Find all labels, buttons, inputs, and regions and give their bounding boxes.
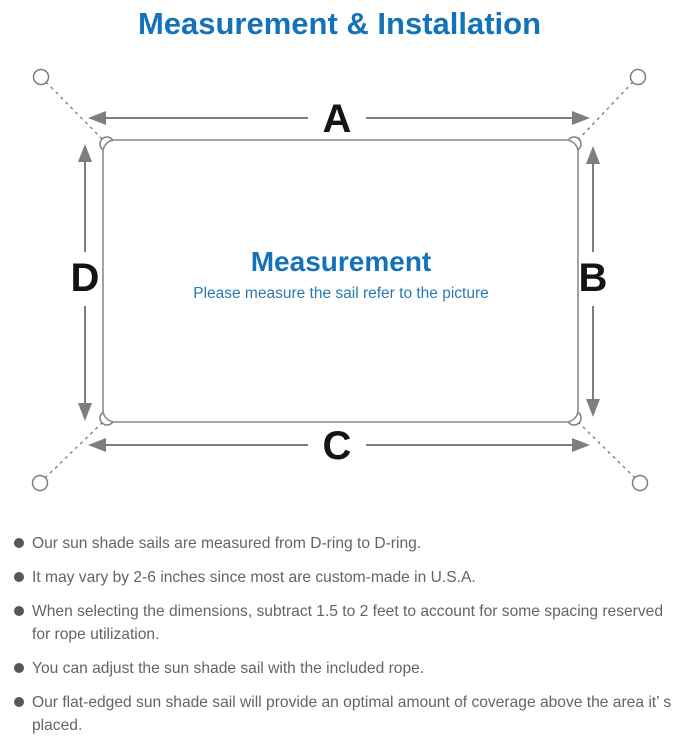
- diagram-center-title: Measurement: [251, 246, 432, 277]
- note-text: When selecting the dimensions, subtract …: [32, 603, 664, 643]
- note-text: You can adjust the sun shade sail with t…: [32, 660, 425, 677]
- notes-list: Our sun shade sails are measured from D-…: [0, 520, 679, 737]
- list-item: It may vary by 2-6 inches since most are…: [14, 566, 673, 589]
- note-text: It may vary by 2-6 inches since most are…: [32, 569, 476, 586]
- anchor-ring-icon: [32, 68, 50, 86]
- arrow-down-icon: [586, 399, 600, 417]
- bullet-icon: [14, 697, 24, 707]
- sail-outline: [102, 139, 579, 423]
- dim-label-a: A: [323, 97, 352, 141]
- dim-label-d: D: [71, 256, 100, 300]
- rope-line-top-left: [45, 81, 107, 144]
- arrow-left-icon: [88, 111, 106, 125]
- anchor-rings: [31, 68, 649, 492]
- note-text: Our sun shade sails are measured from D-…: [32, 535, 422, 552]
- dimension-lines: [84, 117, 594, 446]
- list-item: When selecting the dimensions, subtract …: [14, 600, 673, 646]
- anchor-ring-icon: [631, 474, 649, 492]
- dim-label-b: B: [579, 256, 608, 300]
- bullet-icon: [14, 663, 24, 673]
- corner-rope-dashed-lines: [44, 81, 636, 479]
- bullet-icon: [14, 538, 24, 548]
- arrow-right-icon: [572, 111, 590, 125]
- bullet-icon: [14, 606, 24, 616]
- dim-label-c: C: [323, 424, 352, 468]
- arrow-up-icon: [78, 144, 92, 162]
- arrow-up-icon: [586, 146, 600, 164]
- dimension-arrowheads: [78, 111, 600, 452]
- arrow-left-icon: [88, 438, 106, 452]
- measurement-diagram: A B C D Measurement Please measure the s…: [0, 60, 679, 520]
- rope-line-top-right: [574, 81, 634, 144]
- diagram-center-subtitle: Please measure the sail refer to the pic…: [193, 285, 489, 302]
- arrow-down-icon: [78, 403, 92, 421]
- note-text: Our flat-edged sun shade sail will provi…: [32, 694, 672, 734]
- rope-line-bottom-left: [44, 419, 106, 479]
- bullet-icon: [14, 572, 24, 582]
- arrow-right-icon: [572, 438, 590, 452]
- anchor-ring-icon: [31, 474, 49, 492]
- list-item: Our flat-edged sun shade sail will provi…: [14, 691, 673, 737]
- anchor-ring-icon: [629, 68, 647, 86]
- list-item: You can adjust the sun shade sail with t…: [14, 657, 673, 680]
- sail-diagram-svg: A B C D Measurement Please measure the s…: [31, 68, 649, 492]
- list-item: Our sun shade sails are measured from D-…: [14, 532, 673, 555]
- rope-line-bottom-right: [575, 419, 636, 479]
- page-title: Measurement & Installation: [137, 6, 542, 41]
